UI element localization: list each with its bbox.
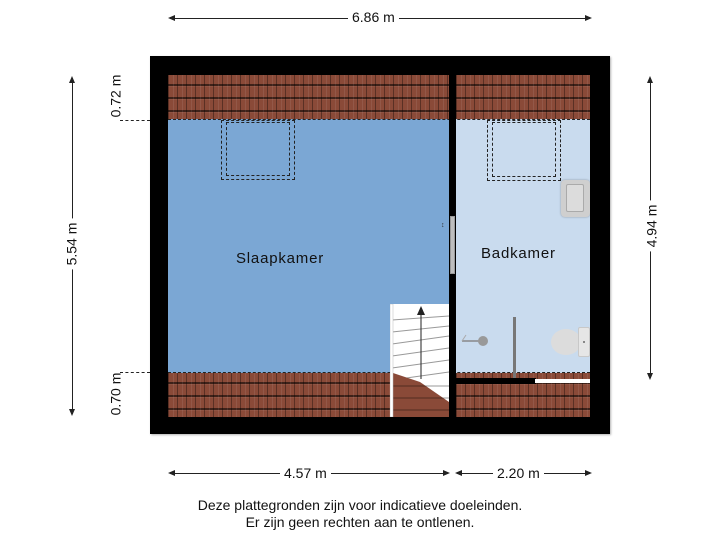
disclaimer-line-1: Deze plattegronden zijn voor indicatieve… [197, 497, 523, 513]
dimension-label-total-height: 5.54 m [63, 218, 80, 270]
dimension-label-left-width: 4.57 m [280, 465, 331, 481]
knee-wall-opening [535, 379, 590, 383]
arrow-down-icon [647, 373, 653, 380]
dimension-label-bottom-slope: 0.70 m [107, 368, 124, 420]
roof-tiles-top-right [456, 75, 590, 119]
disclaimer-line-2: Er zijn geen rechten aan te ontlenen. [245, 514, 475, 530]
sliding-door [450, 216, 455, 274]
door-arrow-icon: ↕ [441, 222, 445, 229]
shower-screen [513, 317, 516, 379]
toilet-icon [551, 327, 590, 357]
shower-head-icon [458, 331, 490, 351]
dimension-label-right-height: 4.94 m [643, 200, 660, 252]
slope-top-guide [120, 120, 150, 121]
room-label-slaapkamer: Slaapkamer [236, 250, 325, 267]
slope-bottom-guide [120, 372, 150, 373]
roof-tiles-top-left [168, 75, 449, 119]
staircase [390, 304, 449, 417]
skylight-slaapkamer-inner [226, 122, 290, 176]
slope-line-top [168, 119, 590, 120]
slope-line-bottom [168, 372, 590, 373]
skylight-badkamer-inner [492, 122, 556, 177]
arrow-right-icon [585, 470, 592, 476]
dimension-label-right-width: 2.20 m [493, 465, 544, 481]
skylight-badkamer [487, 120, 561, 181]
arrow-right-icon [585, 15, 592, 21]
room-badkamer [456, 75, 590, 417]
skylight-slaapkamer [221, 120, 295, 180]
knee-wall [456, 378, 536, 384]
dimension-label-top-slope: 0.72 m [107, 70, 124, 122]
dimension-label-total-width: 6.86 m [348, 9, 399, 25]
arrow-right-icon [443, 470, 450, 476]
sink-icon [561, 180, 590, 217]
arrow-down-icon [69, 409, 75, 416]
room-label-badkamer: Badkamer [481, 245, 556, 262]
